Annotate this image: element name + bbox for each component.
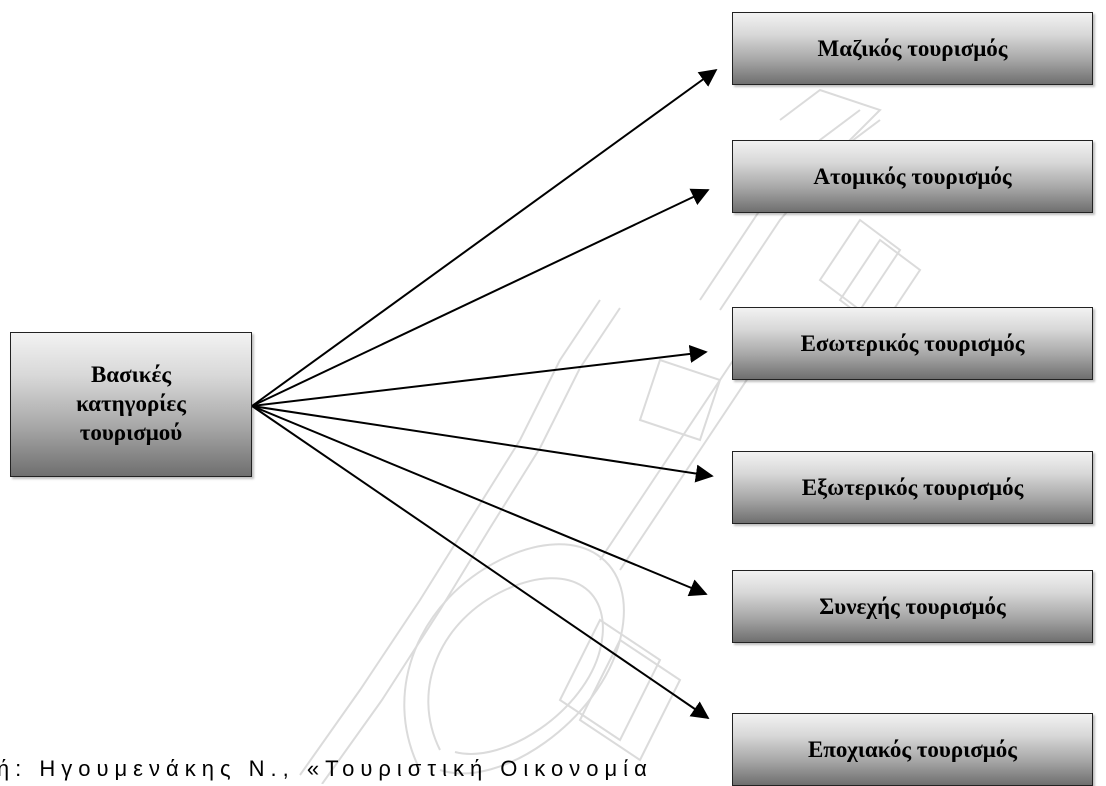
source-caption: ιή: Ηγουμενάκης Ν., «Τουριστική Οικονομί…: [0, 756, 700, 784]
center-line-3: τουρισμού: [79, 419, 183, 445]
arrow-to-mass-tourism: [251, 68, 718, 407]
center-line-1: Βασικές: [90, 362, 172, 388]
arrow-to-continuous-tourism: [251, 405, 708, 597]
center-line-2: κατηγορίες: [76, 391, 186, 417]
arrow-to-seasonal-tourism: [251, 405, 710, 720]
category-label: Μαζικός τουρισμός: [817, 35, 1008, 61]
arrow-to-domestic-tourism: [251, 344, 708, 407]
arrow-to-foreign-tourism: [251, 405, 714, 483]
category-continuous-tourism: Συνεχής τουρισμός: [732, 570, 1093, 643]
category-foreign-tourism: Εξωτερικός τουρισμός: [732, 451, 1093, 524]
category-label: Συνεχής τουρισμός: [819, 593, 1006, 619]
category-label: Εσωτερικός τουρισμός: [800, 330, 1025, 356]
category-label: Εξωτερικός τουρισμός: [801, 474, 1024, 500]
source-caption-text: ιή: Ηγουμενάκης Ν., «Τουριστική Οικονομί…: [0, 756, 653, 781]
center-node: Βασικές κατηγορίες τουρισμού: [10, 332, 252, 477]
category-label: Εποχιακός τουρισμός: [807, 736, 1018, 762]
category-seasonal-tourism: Εποχιακός τουρισμός: [732, 713, 1093, 786]
category-domestic-tourism: Εσωτερικός τουρισμός: [732, 307, 1093, 380]
arrow-to-individual-tourism: [251, 188, 710, 407]
category-individual-tourism: Ατομικός τουρισμός: [732, 140, 1093, 213]
category-mass-tourism: Μαζικός τουρισμός: [732, 12, 1093, 85]
category-label: Ατομικός τουρισμός: [813, 163, 1012, 189]
